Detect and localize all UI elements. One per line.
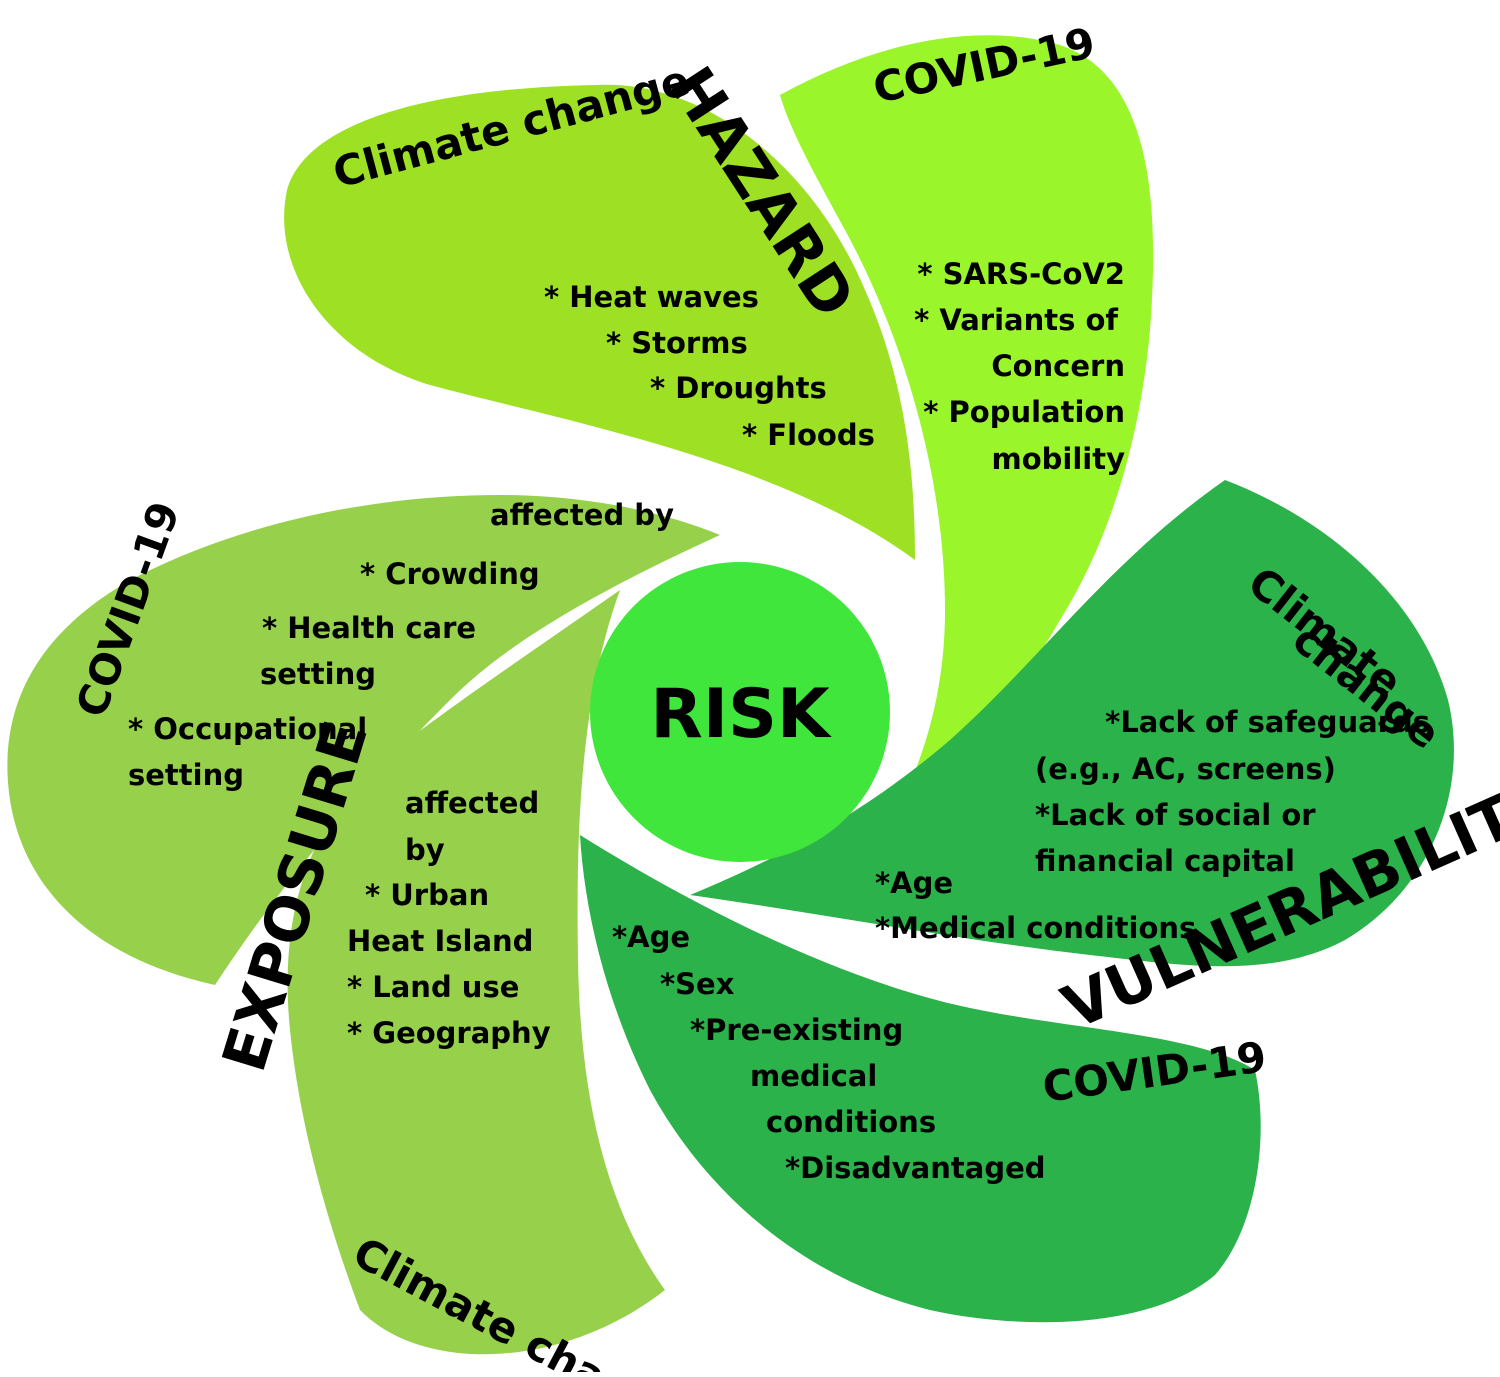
risk-label: RISK [650,675,832,754]
hazard-covid-item: Concern [991,349,1125,383]
exposure-climate-item: * Land use [347,970,519,1004]
exposure-climate-item: * Urban [365,878,489,912]
vulnerability-covid-item: medical [750,1059,877,1093]
vulnerability-covid-item: *Sex [660,967,735,1001]
exposure-climate-affected: by [405,833,445,867]
hazard-covid-item: * Population [923,395,1125,429]
vulnerability-climate-item: *Lack of social or [1035,798,1316,832]
hazard-covid-item: * SARS-CoV2 [917,257,1125,291]
vulnerability-climate-item: *Age [875,866,953,900]
exposure-covid-petal [7,495,721,985]
exposure-climate-item: Heat Island [347,924,533,958]
exposure-covid-item: * Occupational [128,712,367,746]
vulnerability-covid-item: *Pre-existing [690,1013,903,1047]
vulnerability-covid-item: *Disadvantaged [785,1151,1046,1185]
hazard-climate-item: * Heat waves [544,280,759,314]
exposure-climate-item: * Geography [347,1016,551,1050]
hazard-climate-item: * Droughts [650,371,827,405]
exposure-covid-item: setting [260,657,376,691]
exposure-covid-affected: affected by [490,498,674,532]
hazard-climate-item: * Storms [606,326,748,360]
vulnerability-climate-item: *Lack of safeguards [1105,705,1430,739]
exposure-covid-item: * Crowding [360,557,540,591]
vulnerability-climate-item: financial capital [1035,844,1295,878]
vulnerability-covid-petal [580,835,1261,1323]
exposure-climate-affected: affected [405,786,539,820]
vulnerability-climate-item: *Medical conditions [875,911,1196,945]
exposure-covid-item: setting [128,758,244,792]
vulnerability-covid-item: *Age [612,920,690,954]
vulnerability-covid-item: conditions [766,1105,936,1139]
hazard-covid-petal [780,35,1154,796]
vulnerability-climate-item: (e.g., AC, screens) [1035,752,1336,786]
exposure-covid-item: * Health care [262,611,476,645]
vulnerability-climate-petal [690,480,1454,967]
exposure-climate-petal [287,590,665,1355]
hazard-covid-item: * Variants of [914,303,1118,337]
hazard-climate-petal [284,84,916,561]
hazard-climate-item: * Floods [742,418,875,452]
risk-core [590,562,890,862]
hazard-covid-item: mobility [992,442,1126,476]
